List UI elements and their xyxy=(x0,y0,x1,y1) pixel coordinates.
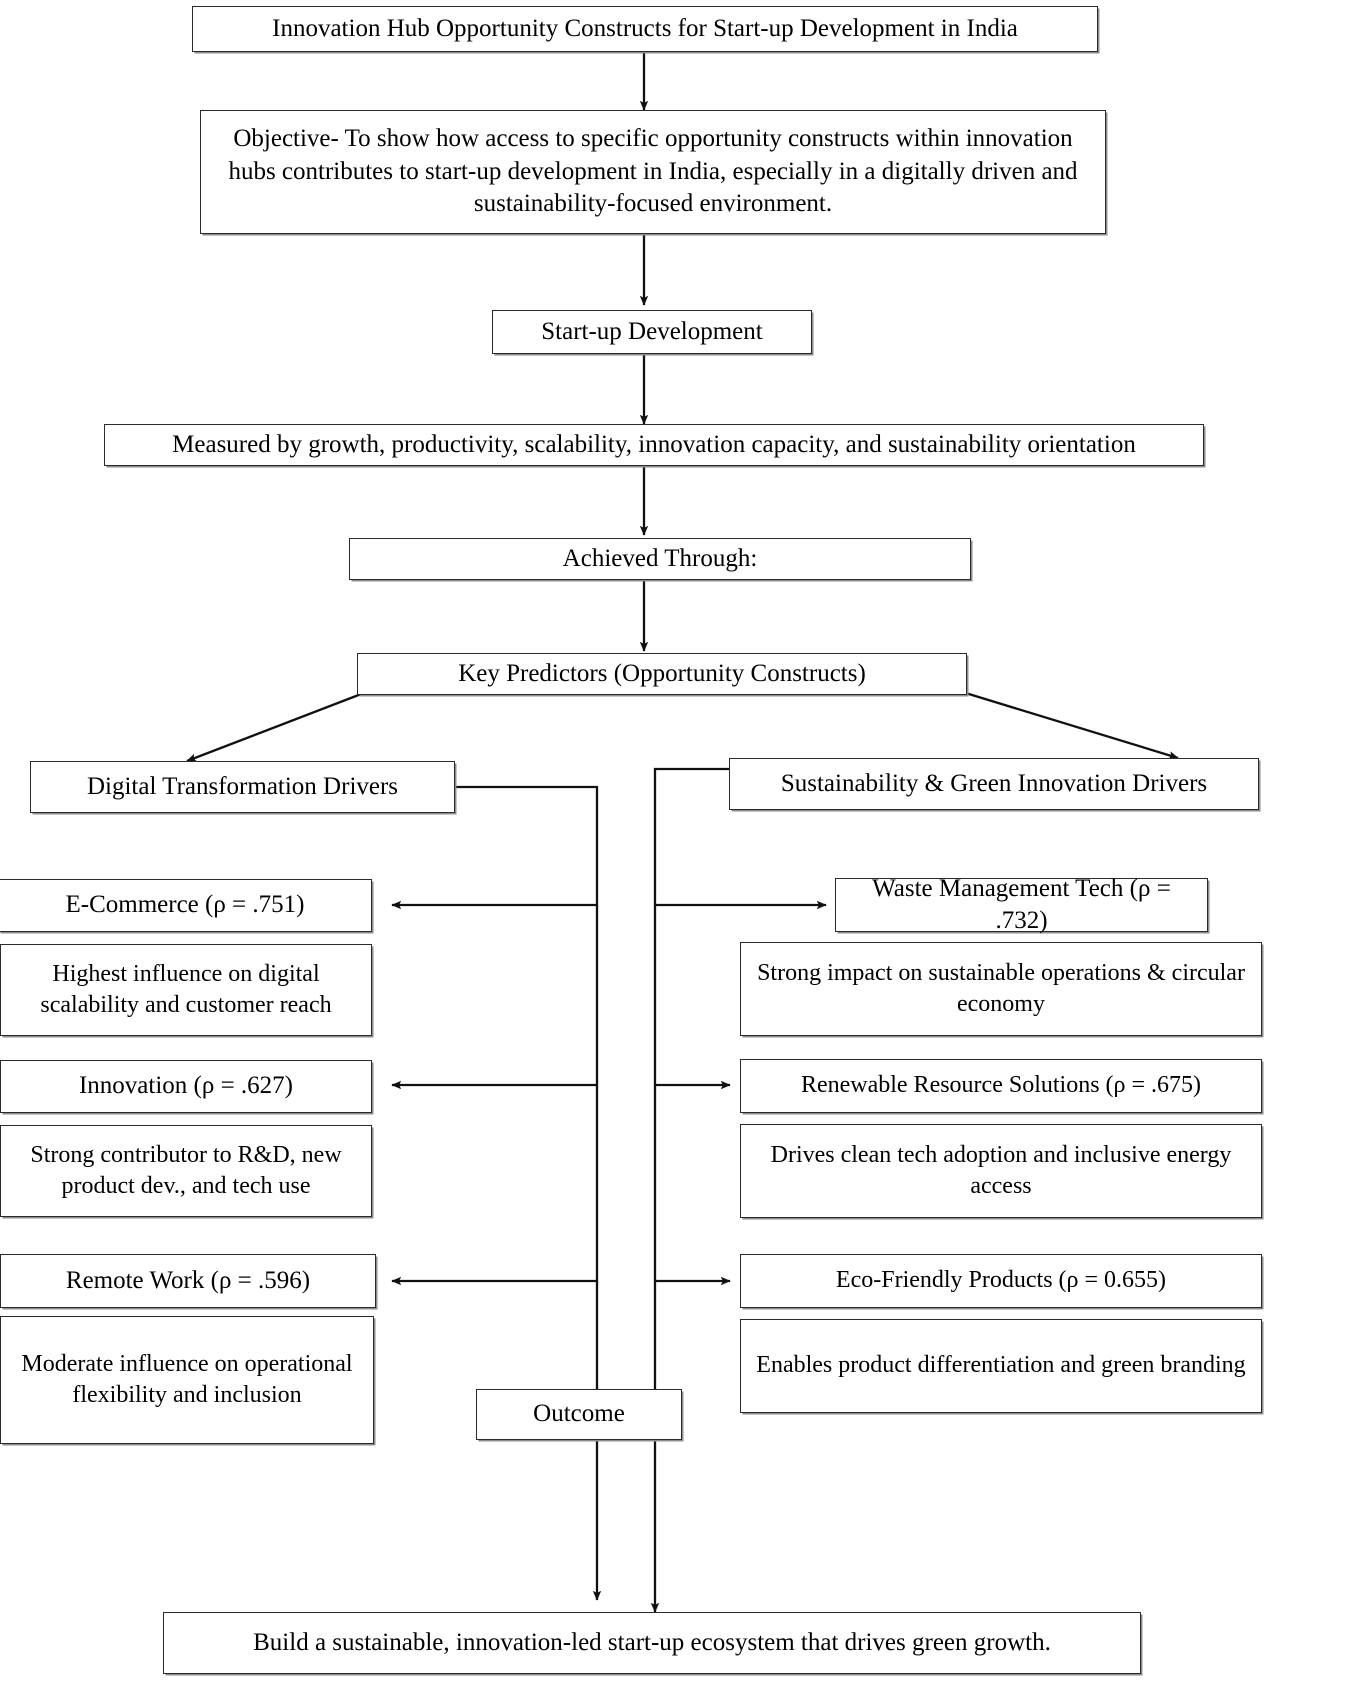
node-left-item-0-label: E-Commerce (ρ = .751) xyxy=(0,879,372,932)
node-startup-development-text: Start-up Development xyxy=(541,317,763,345)
node-left-branch-header: Digital Transformation Drivers xyxy=(30,761,455,813)
node-left-item-0-description: Highest influence on digital scalability… xyxy=(0,944,372,1036)
node-left-item-2-description: Moderate influence on operational flexib… xyxy=(0,1316,374,1444)
right-item-2-label-text: Eco-Friendly Products (ρ = 0.655) xyxy=(835,1267,1167,1294)
node-objective-text: Objective- To show how access to specifi… xyxy=(228,125,1078,218)
left-item-2-description-text: Moderate influence on operational flexib… xyxy=(21,1350,353,1408)
node-right-item-0-label: Waste Management Tech (ρ = .732) xyxy=(835,875,1208,934)
node-achieved-through-text: Achieved Through: xyxy=(562,544,758,572)
right-item-0-description-text: Strong impact on sustainable operations … xyxy=(757,959,1245,1017)
right-spine xyxy=(653,767,729,1424)
node-key-predictors-text: Key Predictors (Opportunity Constructs) xyxy=(458,659,866,687)
node-left-item-1-label: Innovation (ρ = .627) xyxy=(0,1060,372,1113)
node-left-item-2-label: Remote Work (ρ = .596) xyxy=(0,1254,376,1308)
right-item-1-description-text: Drives clean tech adoption and inclusive… xyxy=(770,1141,1232,1199)
node-final-outcome: Build a sustainable, innovation-led star… xyxy=(163,1612,1141,1674)
node-right-branch-header: Sustainability & Green Innovation Driver… xyxy=(729,758,1259,810)
node-left-item-1-description: Strong contributor to R&D, new product d… xyxy=(0,1125,372,1217)
node-objective: Objective- To show how access to specifi… xyxy=(200,110,1106,234)
left-item-1-description-text: Strong contributor to R&D, new product d… xyxy=(30,1141,342,1199)
node-measured-by-text: Measured by growth, productivity, scalab… xyxy=(172,430,1136,458)
left-spine xyxy=(455,785,599,1424)
left-item-0-label-text: E-Commerce (ρ = .751) xyxy=(65,891,305,919)
node-title-text: Innovation Hub Opportunity Constructs fo… xyxy=(272,14,1018,42)
node-outcome-text: Outcome xyxy=(533,1400,625,1428)
node-measured-by: Measured by growth, productivity, scalab… xyxy=(104,424,1204,466)
left-item-1-label-text: Innovation (ρ = .627) xyxy=(78,1072,294,1100)
node-outcome: Outcome xyxy=(476,1389,682,1440)
node-key-predictors: Key Predictors (Opportunity Constructs) xyxy=(357,653,967,695)
right-item-0-label-text: Waste Management Tech (ρ = .732) xyxy=(872,874,1171,935)
arrow-predictors-to-left-branch xyxy=(186,689,370,763)
node-right-item-2-label: Eco-Friendly Products (ρ = 0.655) xyxy=(740,1254,1262,1308)
node-left-branch-header-text: Digital Transformation Drivers xyxy=(86,772,399,800)
node-right-item-1-label: Renewable Resource Solutions (ρ = .675) xyxy=(740,1059,1262,1113)
node-startup-development: Start-up Development xyxy=(492,310,812,354)
node-right-item-0-description: Strong impact on sustainable operations … xyxy=(740,942,1262,1036)
left-item-2-label-text: Remote Work (ρ = .596) xyxy=(65,1266,311,1294)
arrow-predictors-to-right-branch xyxy=(958,689,1179,760)
node-achieved-through: Achieved Through: xyxy=(349,538,971,580)
right-item-1-label-text: Renewable Resource Solutions (ρ = .675) xyxy=(800,1072,1202,1099)
right-item-2-description-text: Enables product differentiation and gree… xyxy=(756,1352,1246,1379)
node-final-outcome-text: Build a sustainable, innovation-led star… xyxy=(253,1628,1051,1656)
left-item-0-description-text: Highest influence on digital scalability… xyxy=(40,960,332,1018)
node-right-item-2-description: Enables product differentiation and gree… xyxy=(740,1319,1262,1413)
node-right-item-1-description: Drives clean tech adoption and inclusive… xyxy=(740,1124,1262,1218)
node-title: Innovation Hub Opportunity Constructs fo… xyxy=(192,6,1098,52)
node-right-branch-header-text: Sustainability & Green Innovation Driver… xyxy=(780,769,1208,797)
